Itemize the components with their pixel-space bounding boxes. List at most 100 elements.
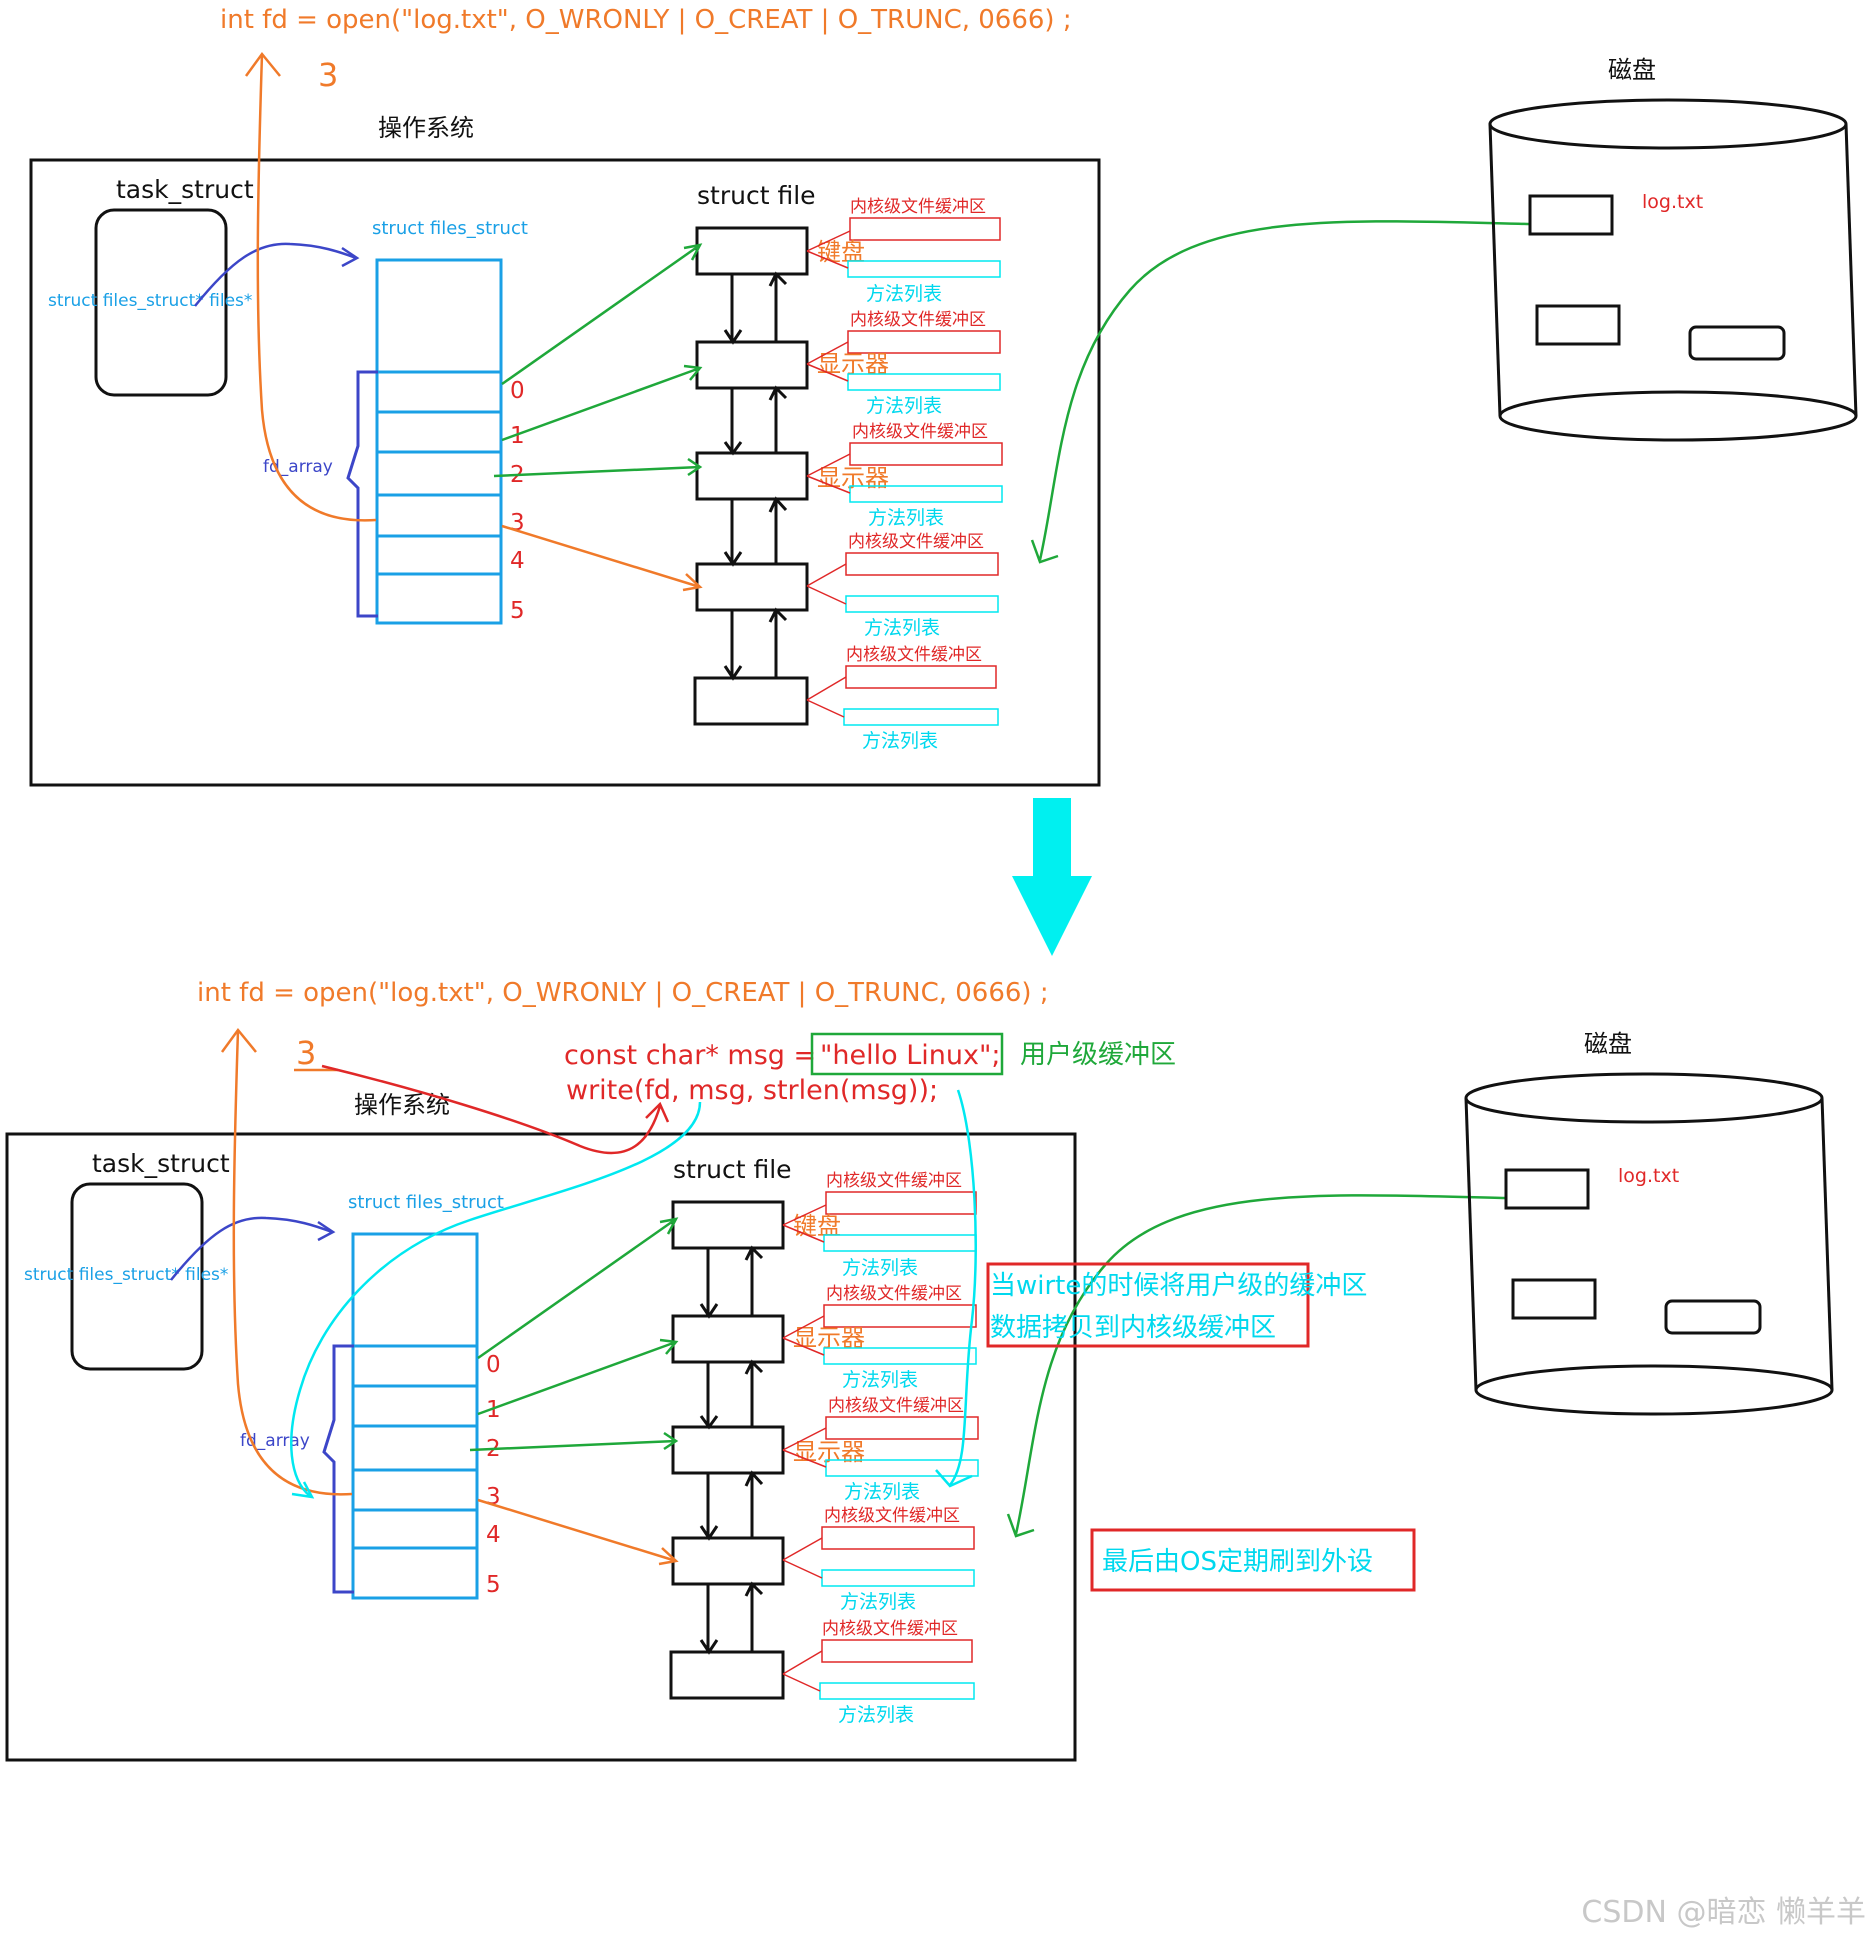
fd-array-cells bbox=[353, 1344, 477, 1550]
files-struct-label: struct files_struct bbox=[372, 218, 528, 239]
disk-label: 磁盘 bbox=[1608, 56, 1656, 84]
fd-index-4: 4 bbox=[510, 548, 525, 574]
method-list-label: 方法列表 bbox=[864, 617, 940, 639]
method-list-box bbox=[825, 1459, 979, 1477]
copy-note-line-2: 数据拷贝到内核级缓冲区 bbox=[990, 1313, 1276, 1343]
method-list-box bbox=[819, 1682, 975, 1700]
kernel-buffer-box bbox=[821, 1639, 973, 1663]
task-struct-label: task_struct bbox=[92, 1149, 230, 1178]
user-buffer-label: 用户级缓冲区 bbox=[1020, 1040, 1176, 1070]
fd-index-0: 0 bbox=[510, 378, 525, 404]
files-struct-label: struct files_struct bbox=[348, 1192, 504, 1213]
flush-note-box bbox=[1090, 1528, 1416, 1592]
disk-block bbox=[1511, 1278, 1597, 1320]
disk-cylinder bbox=[1464, 1072, 1834, 1416]
file-3-buffers: 内核级文件缓冲区 方法列表 bbox=[806, 532, 999, 639]
msg-declaration: const char* msg = bbox=[564, 1040, 816, 1071]
fd-array-label: fd_array bbox=[263, 457, 333, 477]
method-list-label: 方法列表 bbox=[868, 507, 944, 529]
struct-file-label: struct file bbox=[697, 181, 816, 210]
method-list-box bbox=[847, 260, 1001, 278]
fd-array-brace bbox=[346, 370, 378, 618]
file-4-buffers: 内核级文件缓冲区 方法列表 bbox=[782, 1619, 975, 1726]
file-1-buffers: 内核级文件缓冲区 显示器 方法列表 bbox=[806, 310, 1001, 417]
code-open-call: int fd = open("log.txt", O_WRONLY | O_CR… bbox=[197, 978, 1049, 1008]
method-list-box bbox=[845, 595, 999, 613]
kernel-buffer-label: 内核级文件缓冲区 bbox=[850, 310, 986, 330]
kernel-buffer-box bbox=[845, 665, 997, 689]
file-0-buffers: 内核级文件缓冲区 键盘 方法列表 bbox=[806, 197, 1001, 305]
struct-file-label: struct file bbox=[673, 1155, 792, 1184]
task-struct-label: task_struct bbox=[116, 175, 254, 204]
kernel-buffer-label: 内核级文件缓冲区 bbox=[848, 532, 984, 552]
fd-index-4: 4 bbox=[486, 1522, 501, 1548]
fd-value: 3 bbox=[296, 1034, 316, 1072]
kernel-buffer-label: 内核级文件缓冲区 bbox=[824, 1506, 960, 1526]
file-3-buffers: 内核级文件缓冲区 方法列表 bbox=[782, 1506, 975, 1613]
fd-index-1: 1 bbox=[486, 1397, 501, 1423]
file-4-buffers: 内核级文件缓冲区 方法列表 bbox=[806, 645, 999, 752]
fd-index-5: 5 bbox=[486, 1572, 501, 1598]
user-buffer-box bbox=[810, 1032, 1004, 1076]
method-list-box bbox=[847, 373, 1001, 391]
method-list-label: 方法列表 bbox=[866, 395, 942, 417]
method-list-label: 方法列表 bbox=[862, 730, 938, 752]
disk-block bbox=[1535, 304, 1621, 346]
method-list-box bbox=[823, 1347, 977, 1365]
files-struct-box bbox=[375, 258, 503, 625]
files-pointer-label: struct files_struct* files* bbox=[48, 291, 252, 311]
watermark: CSDN @暗恋 懒羊羊 bbox=[1581, 1895, 1866, 1930]
files-struct-box bbox=[351, 1232, 479, 1600]
fd-array-brace bbox=[322, 1344, 354, 1594]
copy-note-box bbox=[986, 1262, 1310, 1348]
fd-arrows bbox=[170, 1027, 1507, 1566]
fd-array-cells bbox=[377, 370, 501, 576]
kernel-buffer-label: 内核级文件缓冲区 bbox=[828, 1396, 964, 1416]
kernel-buffer-label: 内核级文件缓冲区 bbox=[846, 645, 982, 665]
fd-value: 3 bbox=[318, 56, 338, 94]
device-label: 显示器 bbox=[817, 464, 889, 492]
fd-index-1: 1 bbox=[510, 423, 525, 449]
kernel-buffer-box bbox=[849, 217, 1001, 241]
file-2-buffers: 内核级文件缓冲区 显示器 方法列表 bbox=[806, 422, 1003, 529]
log-file-label: log.txt bbox=[1642, 191, 1703, 213]
kernel-buffer-box bbox=[821, 1526, 975, 1550]
kernel-buffer-box bbox=[845, 552, 999, 576]
file-1-buffers: 内核级文件缓冲区 显示器 方法列表 bbox=[782, 1284, 977, 1391]
code-open-call: int fd = open("log.txt", O_WRONLY | O_CR… bbox=[220, 5, 1072, 35]
transition-arrow bbox=[1012, 798, 1092, 956]
task-struct-box bbox=[70, 1182, 204, 1371]
disk-block bbox=[1688, 325, 1786, 361]
flush-note: 最后由OS定期刷到外设 bbox=[1102, 1547, 1373, 1577]
kernel-buffer-label: 内核级文件缓冲区 bbox=[826, 1171, 962, 1191]
method-list-label: 方法列表 bbox=[840, 1591, 916, 1613]
bottom-panel: int fd = open("log.txt", O_WRONLY | O_CR… bbox=[5, 978, 1834, 1762]
method-list-label: 方法列表 bbox=[838, 1704, 914, 1726]
task-struct-box bbox=[94, 208, 228, 397]
fd-index-0: 0 bbox=[486, 1352, 501, 1378]
log-file-label: log.txt bbox=[1618, 1165, 1679, 1187]
struct-file-chain bbox=[669, 1200, 785, 1700]
method-list-box bbox=[823, 1234, 977, 1252]
log-file-block bbox=[1528, 194, 1614, 236]
msg-value: "hello Linux"; bbox=[820, 1040, 1001, 1071]
device-label: 显示器 bbox=[793, 1438, 865, 1466]
disk-cylinder bbox=[1488, 98, 1858, 442]
os-box bbox=[29, 158, 1101, 787]
method-list-label: 方法列表 bbox=[844, 1481, 920, 1503]
fd-index-5: 5 bbox=[510, 598, 525, 624]
fd-arrows bbox=[194, 51, 1531, 592]
kernel-buffer-label: 内核级文件缓冲区 bbox=[850, 197, 986, 217]
top-panel: int fd = open("log.txt", O_WRONLY | O_CR… bbox=[29, 5, 1858, 787]
method-list-label: 方法列表 bbox=[866, 283, 942, 305]
kernel-buffer-box bbox=[825, 1416, 979, 1440]
method-list-box bbox=[849, 485, 1003, 503]
kernel-buffer-label: 内核级文件缓冲区 bbox=[852, 422, 988, 442]
method-list-box bbox=[843, 708, 999, 726]
struct-file-chain bbox=[693, 226, 809, 726]
method-list-box bbox=[821, 1569, 975, 1587]
method-list-label: 方法列表 bbox=[842, 1369, 918, 1391]
method-list-label: 方法列表 bbox=[842, 1257, 918, 1279]
kernel-buffer-box bbox=[825, 1191, 977, 1215]
files-pointer-label: struct files_struct* files* bbox=[24, 1265, 228, 1285]
